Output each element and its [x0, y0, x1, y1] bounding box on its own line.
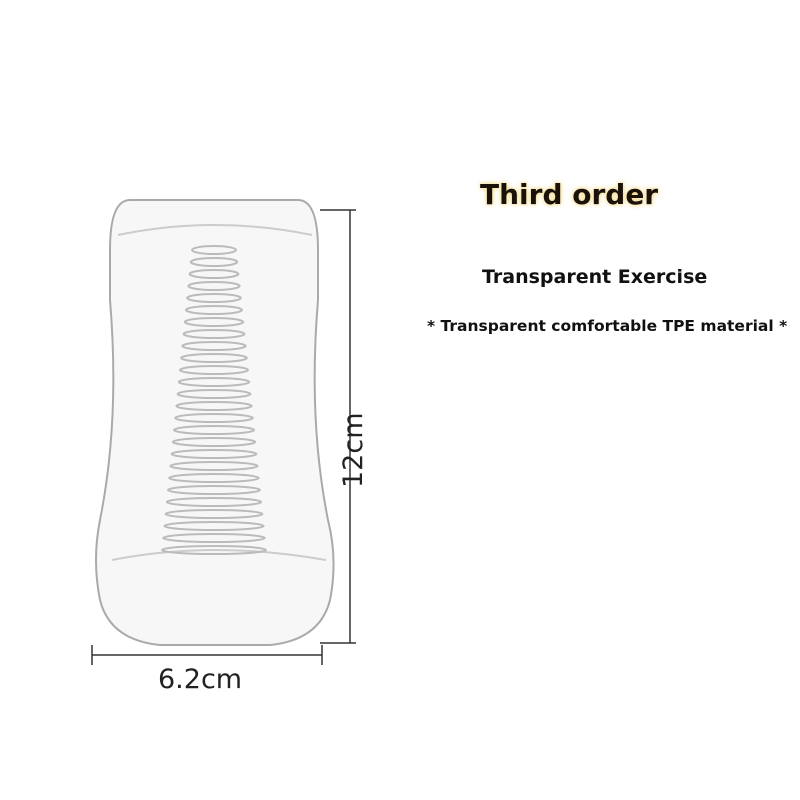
width-dimension-line	[91, 645, 323, 665]
rib	[165, 497, 263, 507]
rib	[169, 461, 259, 471]
height-dimension-line	[320, 209, 356, 644]
rib	[171, 437, 257, 447]
rib	[168, 473, 260, 483]
rib	[170, 449, 258, 459]
rib	[187, 281, 241, 291]
rib	[175, 401, 253, 411]
material-note: * Transparent comfortable TPE material *	[427, 317, 788, 335]
product-title: Third order	[480, 178, 659, 211]
rib	[191, 245, 237, 255]
rib	[180, 353, 248, 363]
rib	[188, 269, 240, 279]
inner-ribs	[161, 245, 267, 555]
rib	[176, 389, 252, 399]
rib	[167, 485, 261, 495]
rib	[186, 293, 242, 303]
rib	[189, 257, 239, 267]
product-subtitle: Transparent Exercise	[482, 266, 708, 288]
width-label: 6.2cm	[158, 664, 243, 695]
rib	[161, 545, 267, 555]
rib	[173, 425, 255, 435]
rib	[162, 533, 266, 543]
rib	[181, 341, 247, 351]
rib	[179, 365, 249, 375]
rib	[164, 509, 264, 519]
rib	[185, 305, 243, 315]
rib	[163, 521, 265, 531]
rib	[182, 329, 246, 339]
rib	[174, 413, 254, 423]
rib	[177, 377, 251, 387]
height-label: 12cm	[338, 412, 369, 488]
rib	[183, 317, 245, 327]
